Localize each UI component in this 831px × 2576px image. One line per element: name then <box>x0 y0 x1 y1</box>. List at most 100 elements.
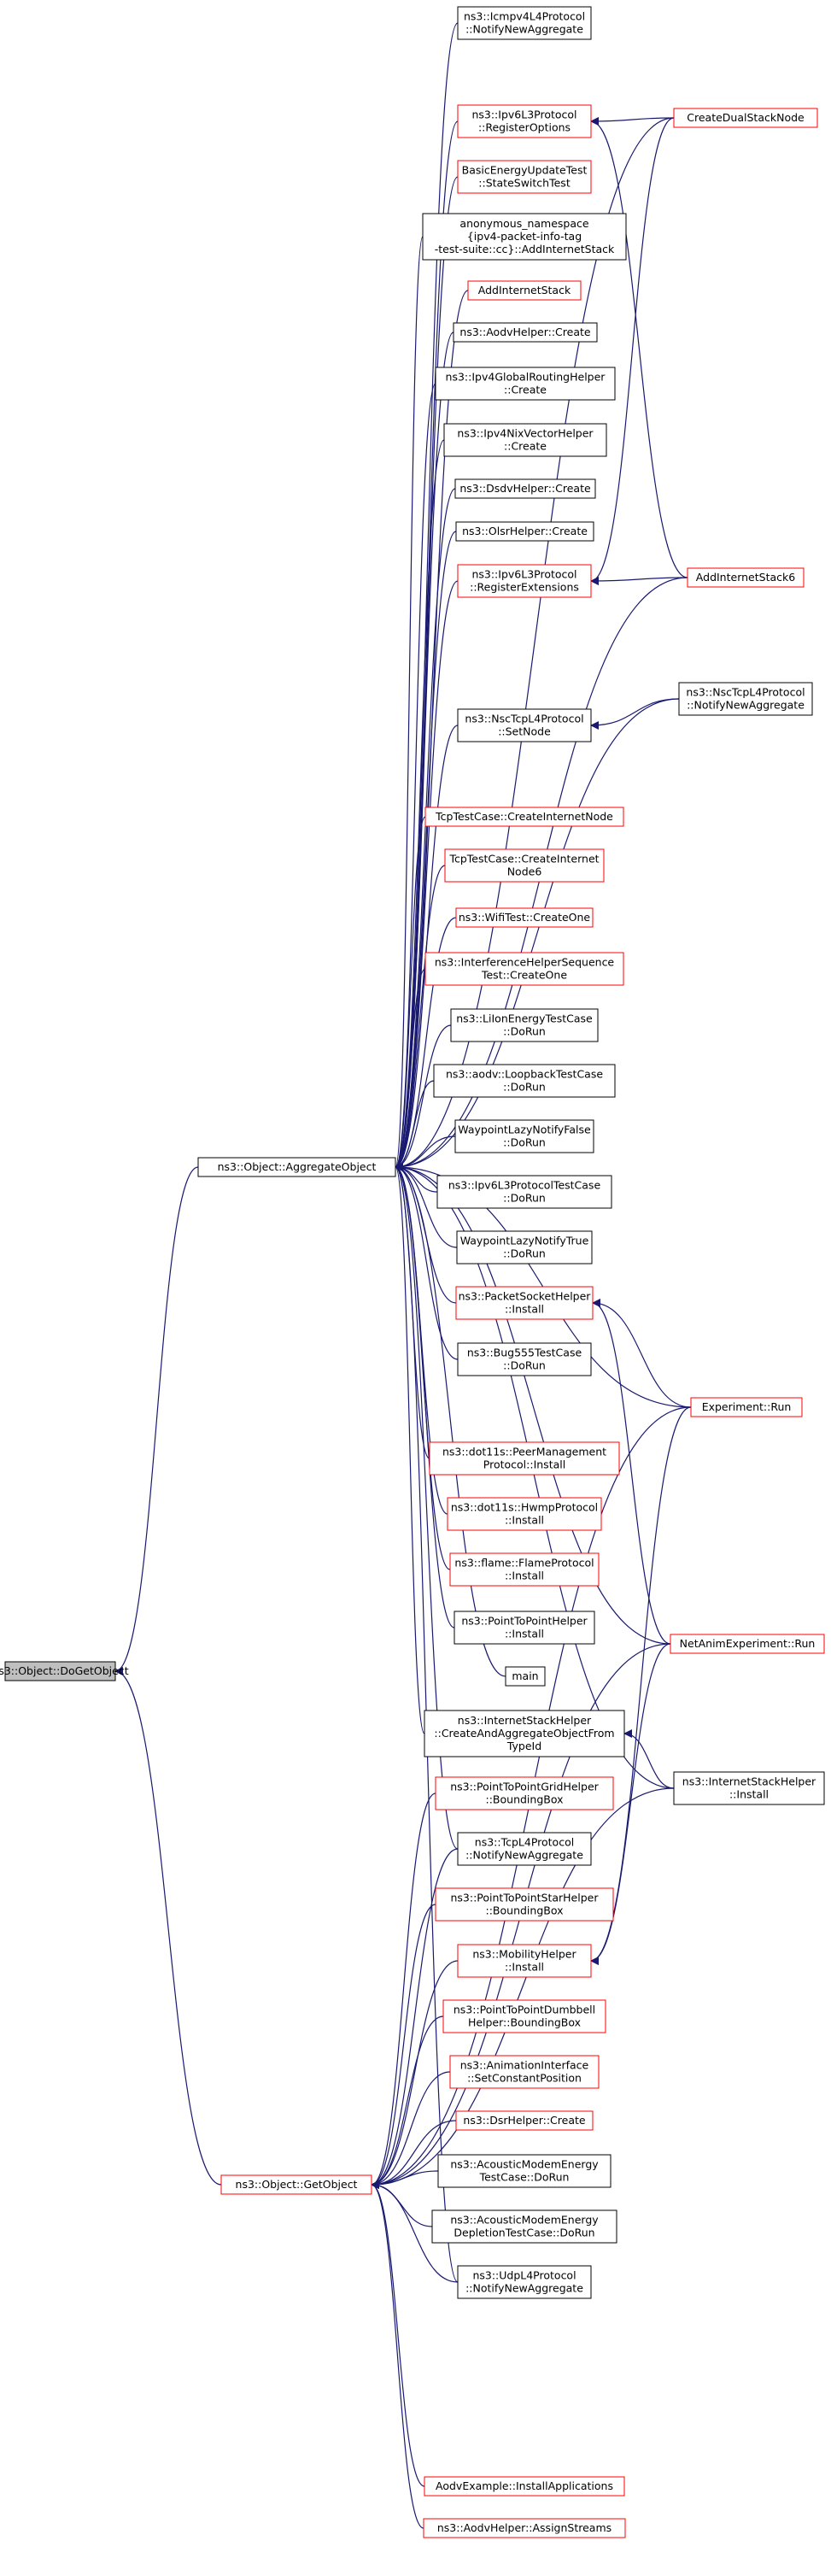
graph-node-getobject[interactable]: ns3::Object::GetObject <box>220 2174 372 2195</box>
node-label-line: Test::CreateOne <box>481 969 567 982</box>
graph-node-aodvassign[interactable]: ns3::AodvHelper::AssignStreams <box>423 2518 626 2538</box>
graph-node-mobility[interactable]: ns3::MobilityHelper::Install <box>457 1944 592 1978</box>
graph-node-interference[interactable]: ns3::InterferenceHelperSequenceTest::Cre… <box>424 952 624 986</box>
graph-node-aodvloop[interactable]: ns3::aodv::LoopbackTestCase::DoRun <box>433 1064 616 1098</box>
node-box <box>422 213 627 261</box>
node-box <box>670 1634 825 1654</box>
node-label-line: ns3::InterferenceHelperSequence <box>435 956 615 969</box>
node-label-line: ns3::PointToPointGridHelper <box>450 1781 599 1793</box>
graph-node-packetsocket[interactable]: ns3::PacketSocketHelper::Install <box>455 1286 594 1320</box>
node-label-line: ns3::Ipv6L3Protocol <box>471 568 576 581</box>
node-box <box>435 1776 614 1810</box>
graph-node-bug555[interactable]: ns3::Bug555TestCase::DoRun <box>457 1342 592 1376</box>
node-box <box>442 1999 606 2033</box>
node-label-line: ::DoRun <box>503 1136 546 1149</box>
graph-node-netanim[interactable]: NetAnimExperiment::Run <box>670 1634 825 1654</box>
node-box <box>457 160 592 194</box>
edge-dsr-to-getobject <box>371 2120 457 2189</box>
node-label-line: ::DoRun <box>503 1359 546 1372</box>
node-box <box>673 1771 825 1805</box>
node-label-line: AddInternetStack <box>478 284 571 296</box>
node-box <box>454 478 596 499</box>
node-box <box>673 108 818 128</box>
graph-node-ishinstall[interactable]: ns3::InternetStackHelper::Install <box>673 1771 825 1805</box>
graph-node-addinternetstack[interactable]: AddInternetStack <box>467 280 582 301</box>
graph-node-olsr[interactable]: ns3::OlsrHelper::Create <box>455 521 594 542</box>
graph-node-dsdv[interactable]: ns3::DsdvHelper::Create <box>454 478 596 499</box>
graph-node-udpl4[interactable]: ns3::UdpL4Protocol::NotifyNewAggregate <box>457 2265 592 2299</box>
edge-p2pstar-to-getobject <box>371 1904 436 2189</box>
node-label-line: Protocol::Install <box>483 1458 565 1471</box>
node-box <box>454 1119 594 1153</box>
edge-olsr-to-aggregate <box>395 531 457 1171</box>
graph-node-basicenergy[interactable]: BasicEnergyUpdateTest::StateSwitchTest <box>457 160 592 194</box>
node-label-line: TypeId <box>506 1740 541 1752</box>
graph-node-tcpl4[interactable]: ns3::TcpL4Protocol::NotifyNewAggregate <box>457 1832 592 1866</box>
graph-node-liion[interactable]: ns3::LiIonEnergyTestCase::DoRun <box>450 1008 599 1042</box>
graph-node-createaggregate[interactable]: ns3::InternetStackHelper::CreateAndAggre… <box>424 1710 625 1757</box>
graph-node-dot11speer[interactable]: ns3::dot11s::PeerManagementProtocol::Ins… <box>429 1441 620 1476</box>
graph-node-aodvexample[interactable]: AodvExample::InstallApplications <box>424 2476 625 2497</box>
edge-experiment-to-packetsocket <box>592 1299 692 1408</box>
graph-node-ipv4global[interactable]: ns3::Ipv4GlobalRoutingHelper::Create <box>435 367 616 401</box>
graph-node-dogetobject[interactable]: ns3::Object::DoGetObject <box>0 1661 129 1681</box>
graph-node-wifitest[interactable]: ns3::WifiTest::CreateOne <box>455 907 594 928</box>
graph-node-nscsetnode[interactable]: ns3::NscTcpL4Protocol::SetNode <box>457 708 592 742</box>
node-label-line: ::DoRun <box>503 1025 546 1038</box>
edge-regopts-to-aggregate <box>395 120 459 1171</box>
node-label-line: ns3::NscTcpL4Protocol <box>465 713 583 725</box>
graph-node-flame[interactable]: ns3::flame::FlameProtocol::Install <box>449 1552 600 1587</box>
node-box <box>436 1175 612 1209</box>
graph-node-p2pinstall[interactable]: ns3::PointToPointHelper::Install <box>454 1611 595 1645</box>
graph-node-aggregate[interactable]: ns3::Object::AggregateObject <box>197 1157 396 1177</box>
node-label-line: ::CreateAndAggregateObjectFrom <box>434 1727 614 1740</box>
edge-nscnotify-to-nscsetnode <box>590 698 680 730</box>
graph-node-waypointtrue[interactable]: WaypointLazyNotifyTrue::DoRun <box>456 1230 593 1265</box>
graph-node-anon[interactable]: anonymous_namespace{ipv4-packet-info-tag… <box>422 213 627 261</box>
node-label-line: ns3::Ipv6L3Protocol <box>471 109 576 121</box>
edge-tcpcreate6-to-aggregate <box>395 865 446 1171</box>
graph-node-p2pgrid[interactable]: ns3::PointToPointGridHelper::BoundingBox <box>435 1776 614 1810</box>
node-label-line: Helper::BoundingBox <box>468 2016 581 2029</box>
node-label-line: ns3::aodv::LoopbackTestCase <box>446 1068 603 1081</box>
graph-node-regext[interactable]: ns3::Ipv6L3Protocol::RegisterExtensions <box>457 564 592 598</box>
node-label-line: ns3::dot11s::PeerManagement <box>442 1446 606 1458</box>
graph-node-aodvcreate[interactable]: ns3::AodvHelper::Create <box>453 322 598 343</box>
node-label-line: ::BoundingBox <box>486 1793 564 1806</box>
graph-node-main[interactable]: main <box>505 1666 546 1687</box>
graph-node-addinternetstack6[interactable]: AddInternetStack6 <box>687 567 805 588</box>
node-label-line: ns3::OlsrHelper::Create <box>462 525 588 537</box>
node-box <box>437 2154 612 2188</box>
graph-node-ipv6proto[interactable]: ns3::Ipv6L3ProtocolTestCase::DoRun <box>436 1175 612 1209</box>
graph-node-nscnotify[interactable]: ns3::NscTcpL4Protocol::NotifyNewAggregat… <box>678 682 813 716</box>
node-label-line: BasicEnergyUpdateTest <box>462 164 588 177</box>
graph-node-animation[interactable]: ns3::AnimationInterface::SetConstantPosi… <box>449 2055 600 2089</box>
node-label-line: ::SetNode <box>498 725 551 738</box>
node-box <box>453 322 598 343</box>
graph-node-waypointfalse[interactable]: WaypointLazyNotifyFalse::DoRun <box>454 1119 594 1153</box>
graph-node-p2pdumbbell[interactable]: ns3::PointToPointDumbbellHelper::Boundin… <box>442 1999 606 2033</box>
node-label-line: ns3::TcpL4Protocol <box>475 1836 574 1849</box>
graph-node-ipv4nix[interactable]: ns3::Ipv4NixVectorHelper::Create <box>443 423 607 457</box>
graph-node-dsr[interactable]: ns3::DsrHelper::Create <box>455 2110 594 2131</box>
graph-node-p2pstar[interactable]: ns3::PointToPointStarHelper::BoundingBox <box>435 1887 614 1922</box>
graph-node-experiment[interactable]: Experiment::Run <box>690 1397 803 1417</box>
graph-node-icmpv4[interactable]: ns3::Icmpv4L4Protocol::NotifyNewAggregat… <box>457 6 592 40</box>
edge-experiment-to-mobility <box>590 1406 692 1965</box>
node-label-line: TcpTestCase::CreateInternetNode <box>435 810 613 823</box>
node-label-line: ns3::DsdvHelper::Create <box>459 482 591 495</box>
graph-node-dot11shwmp[interactable]: ns3::dot11s::HwmpProtocol::Install <box>447 1497 602 1531</box>
edge-main-to-aggregate <box>395 1163 506 1677</box>
node-box <box>197 1157 396 1177</box>
node-label-line: ::Install <box>505 1570 544 1582</box>
edge-liion-to-aggregate <box>395 1024 452 1171</box>
graph-node-acousticdep[interactable]: ns3::AcousticModemEnergyDepletionTestCas… <box>431 2209 617 2244</box>
graph-node-regopts[interactable]: ns3::Ipv6L3Protocol::RegisterOptions <box>457 104 592 138</box>
edge-anon-to-aggregate <box>395 236 424 1171</box>
graph-node-createdual[interactable]: CreateDualStackNode <box>673 108 818 128</box>
graph-node-tcpcreate[interactable]: TcpTestCase::CreateInternetNode <box>424 807 624 827</box>
node-label-line: ns3::PointToPointDumbbell <box>454 2004 595 2016</box>
node-label-line: ns3::PacketSocketHelper <box>459 1290 592 1303</box>
